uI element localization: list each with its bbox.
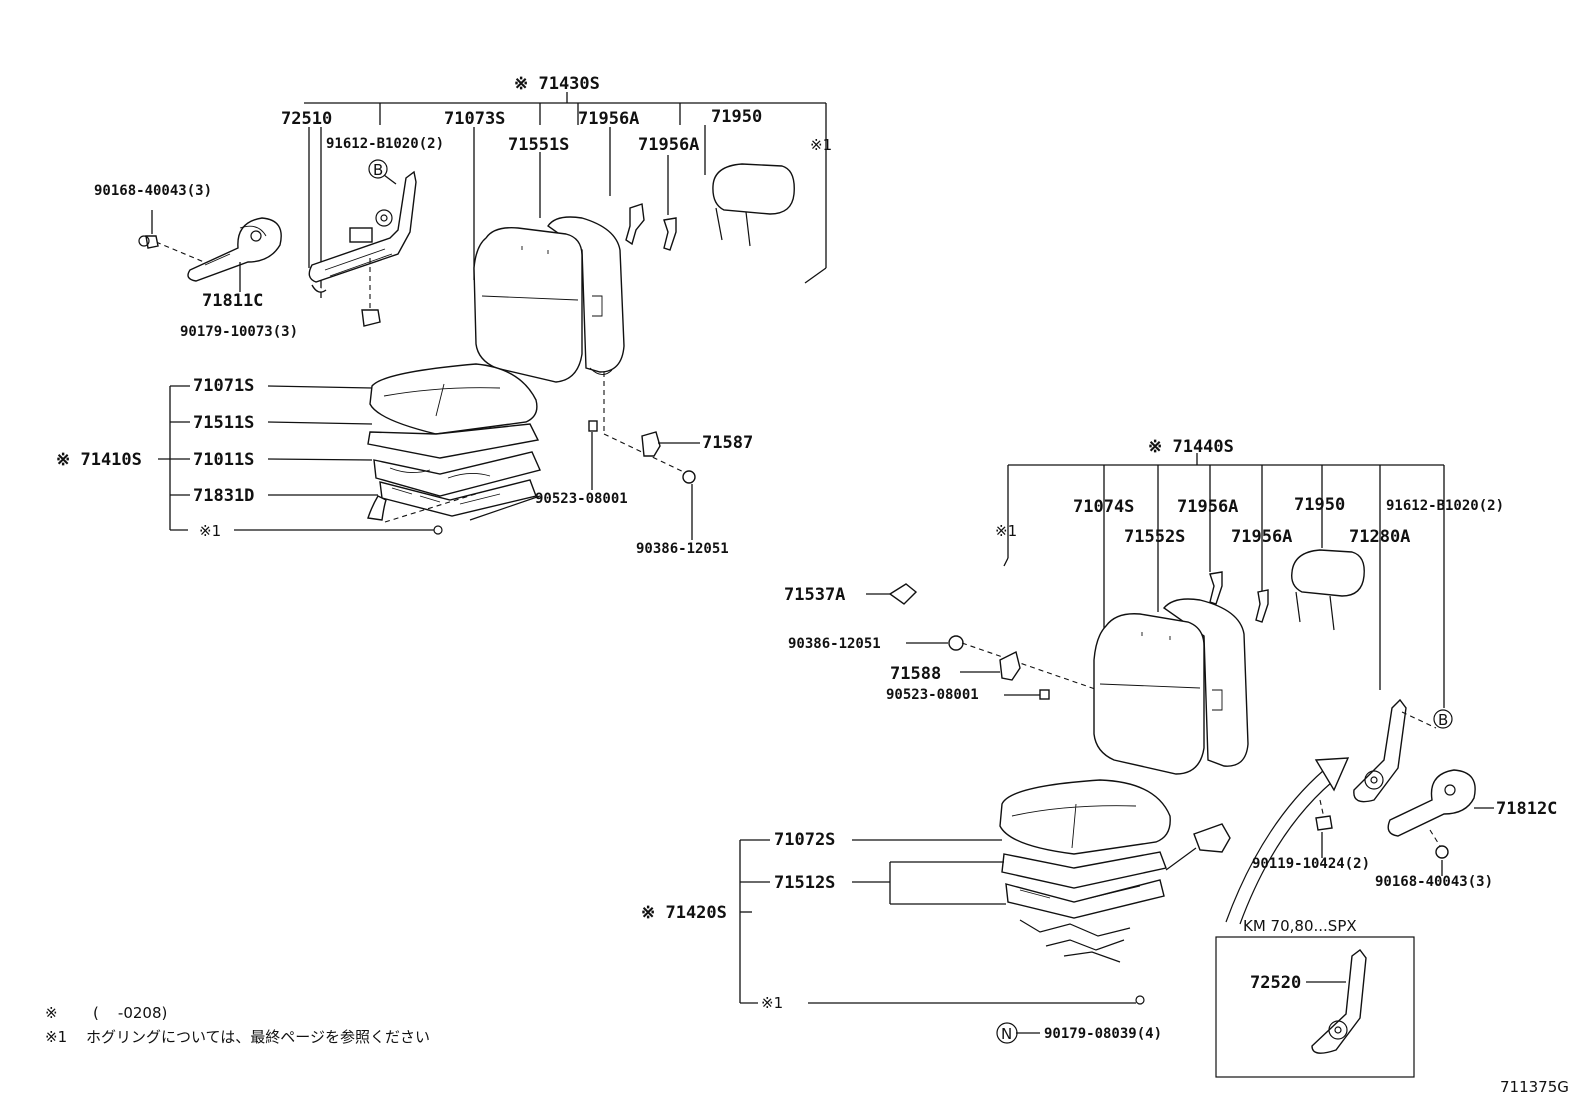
headrest-71950-left [625,163,795,251]
ref-b-circle [1433,709,1453,729]
seatback-71074S [1093,598,1249,775]
label-assembly-71440S[interactable]: ※ 71440S [1148,437,1234,457]
label-71280A[interactable]: 71280A [1349,527,1410,547]
figure-id: 711375G [1500,1078,1569,1096]
footnote-hog-ring-text: ホグリングについては、最終ページを参照ください [86,1028,430,1046]
label-91612-B1020[interactable]: 91612-B1020(2) [326,136,444,152]
label-71950[interactable]: 71950 [1294,495,1345,515]
armrest-71812C [1387,769,1494,876]
headrest-71950-right [1209,549,1365,631]
clip-71537A [888,583,918,605]
curved-arrow [1225,757,1350,925]
label-71950[interactable]: 71950 [711,107,762,127]
label-90179-10073[interactable]: 90179-10073(3) [180,324,298,340]
label-90523-08001[interactable]: 90523-08001 [535,491,628,507]
label-ref-1: ※1 [995,522,1017,540]
label-71956A[interactable]: 71956A [578,109,639,129]
label-assembly-71410S[interactable]: ※ 71410S [56,450,142,470]
label-72520[interactable]: 72520 [1250,973,1301,993]
right-seat-assembly [739,453,1494,1078]
label-90168-40043[interactable]: 90168-40043(3) [1375,874,1493,890]
part-labels: ※ 71430S 72510 71073S 71956A 71950 91612… [56,74,1557,1044]
inset-box-72520 [1215,936,1415,1078]
label-71812C[interactable]: 71812C [1496,799,1557,819]
label-71074S[interactable]: 71074S [1073,497,1134,517]
label-72510[interactable]: 72510 [281,109,332,129]
label-90119-10424[interactable]: 90119-10424(2) [1252,856,1370,872]
seat-cushion-71072S [999,779,1231,963]
label-71552S[interactable]: 71552S [1124,527,1185,547]
label-71071S[interactable]: 71071S [193,376,254,396]
seatback-71073S [473,216,625,383]
bracket-71587 [588,372,700,540]
ref-b-circle [368,159,388,179]
label-71956A[interactable]: 71956A [1231,527,1292,547]
label-71011S[interactable]: 71011S [193,450,254,470]
label-assembly-71430S[interactable]: ※ 71430S [514,74,600,94]
recliner-hinge-bracket [308,170,417,327]
label-ref-1: ※1 [810,136,832,154]
label-71811C[interactable]: 71811C [202,291,263,311]
label-ref-b: B [1438,711,1448,729]
label-90168-40043[interactable]: 90168-40043(3) [94,183,212,199]
leader-tree-71440S [1003,453,1445,708]
label-ref-n: N [1001,1025,1012,1043]
left-seat-assembly [138,92,827,540]
bracket-71588 [906,635,1099,700]
label-91612-B1020[interactable]: 91612-B1020(2) [1386,498,1504,514]
seat-cushion-71071S [367,363,541,523]
footnotes: ※ ( -0208) ※1 ホグリングについては、最終ページを参照ください [45,1004,430,1046]
label-71588[interactable]: 71588 [890,664,941,684]
label-71831D[interactable]: 71831D [193,486,254,506]
label-71551S[interactable]: 71551S [508,135,569,155]
label-71072S[interactable]: 71072S [774,830,835,850]
label-71956A[interactable]: 71956A [1177,497,1238,517]
label-ref-b: B [373,161,383,179]
footnote-mark: ※1 [45,1028,67,1046]
label-71587[interactable]: 71587 [702,433,753,453]
label-71512S[interactable]: 71512S [774,873,835,893]
label-90386-12051[interactable]: 90386-12051 [788,636,881,652]
left-cushion-leaders [158,385,443,535]
label-71073S[interactable]: 71073S [444,109,505,129]
label-assembly-71420S[interactable]: ※ 71420S [641,903,727,923]
footnote-mark: ※ [45,1004,58,1022]
footnote-date-range: ( -0208) [93,1004,167,1022]
right-cushion-leaders [739,839,1145,1034]
label-71511S[interactable]: 71511S [193,413,254,433]
armrest-71811C [138,210,282,292]
label-90386-12051[interactable]: 90386-12051 [636,541,729,557]
label-71537A[interactable]: 71537A [784,585,845,605]
recliner-71280A [1315,698,1437,858]
label-90179-08039[interactable]: 90179-08039(4) [1044,1026,1162,1042]
label-ref-1: ※1 [761,994,783,1012]
ref-n-circle [996,1022,1018,1044]
label-ref-1: ※1 [199,522,221,540]
label-71956A[interactable]: 71956A [638,135,699,155]
inset-title: KM 70,80...SPX [1243,917,1357,935]
label-90523-08001[interactable]: 90523-08001 [886,687,979,703]
